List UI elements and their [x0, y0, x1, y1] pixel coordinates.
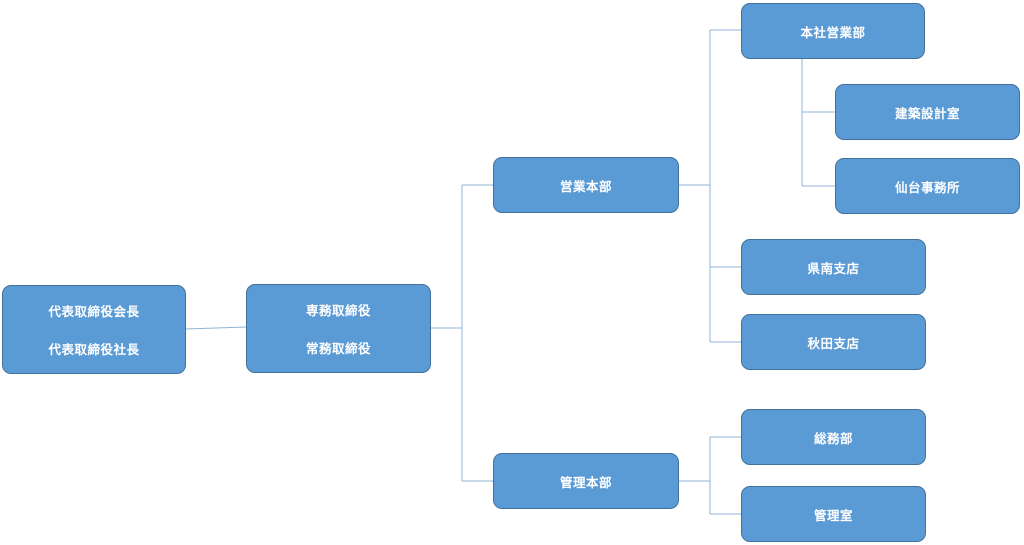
node-executive-title-2: 常務取締役	[305, 341, 371, 356]
node-kennan-branch: 県南支店	[741, 239, 926, 295]
node-architecture-design-label: 建築設計室	[894, 105, 960, 121]
node-sales-hq-label: 営業本部	[559, 178, 612, 194]
node-admin-hq: 管理本部	[493, 453, 679, 509]
node-sendai-office: 仙台事務所	[835, 158, 1020, 214]
node-head-office-sales-label: 本社営業部	[800, 24, 866, 40]
node-chairman-title-1: 代表取締役会長	[48, 304, 140, 319]
node-admin-hq-label: 管理本部	[559, 474, 612, 490]
node-executive-title-1: 専務取締役	[305, 303, 371, 318]
node-general-affairs-label: 総務部	[813, 430, 853, 446]
node-executive: 専務取締役 常務取締役	[246, 284, 431, 373]
connector-chairman-executive	[184, 326, 248, 330]
node-architecture-design: 建築設計室	[835, 84, 1020, 140]
node-akita-branch: 秋田支店	[741, 314, 926, 370]
node-kennan-branch-label: 県南支店	[807, 260, 860, 276]
node-akita-branch-label: 秋田支店	[807, 335, 860, 351]
node-chairman-title-2: 代表取締役社長	[48, 342, 140, 357]
node-management-office-label: 管理室	[813, 507, 853, 523]
node-general-affairs: 総務部	[741, 409, 926, 465]
node-head-office-sales: 本社営業部	[741, 3, 925, 59]
node-management-office: 管理室	[741, 486, 926, 542]
node-sendai-office-label: 仙台事務所	[894, 179, 960, 195]
node-chairman: 代表取締役会長 代表取締役社長	[2, 285, 186, 374]
node-sales-hq: 営業本部	[493, 157, 679, 213]
